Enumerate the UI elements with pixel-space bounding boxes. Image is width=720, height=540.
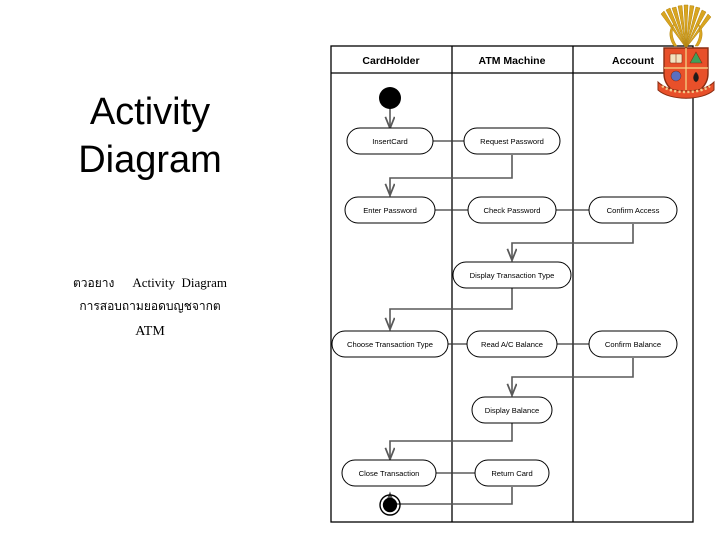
left-text-column: Activity Diagram ตวอยาง Activity Diagram … (0, 0, 310, 540)
crest-globe-icon (670, 70, 682, 82)
action-label-insertcard: InsertCard (372, 137, 407, 146)
action-node-confirm-access[interactable]: Confirm Access (588, 196, 678, 224)
action-label-confirm-access: Confirm Access (607, 206, 660, 215)
caption-line-3: ATM (135, 324, 165, 339)
caption-line-1-thai: ตวอยาง (73, 276, 115, 290)
action-label-confirm-balance: Confirm Balance (605, 340, 661, 349)
crest-flourish-left-icon (669, 23, 678, 47)
action-node-choose-transaction-type[interactable]: Choose Transaction Type (331, 330, 449, 358)
action-label-display-balance: Display Balance (485, 406, 539, 415)
page-title-line-1: Activity (89, 91, 211, 133)
action-node-confirm-balance[interactable]: Confirm Balance (588, 330, 678, 358)
action-label-check-password: Check Password (484, 206, 541, 215)
lane-header-atm-machine: ATM Machine (479, 55, 546, 67)
crest-rays-icon (660, 4, 712, 49)
action-node-check-password[interactable]: Check Password (467, 196, 557, 224)
action-label-display-transaction-type: Display Transaction Type (470, 271, 555, 280)
action-label-read-balance: Read A/C Balance (481, 340, 543, 349)
action-label-close-transaction: Close Transaction (359, 469, 420, 478)
university-crest (652, 2, 720, 106)
edge-display-transaction-type-choose-transaction-type (390, 288, 513, 329)
action-label-request-password: Request Password (480, 137, 544, 146)
action-node-enter-password[interactable]: Enter Password (344, 196, 436, 224)
edge-request-password-enter-password (390, 155, 513, 195)
action-node-display-transaction-type[interactable]: Display Transaction Type (452, 261, 572, 289)
edge-confirm-access-display-transaction-type (512, 224, 634, 260)
action-node-read-balance[interactable]: Read A/C Balance (466, 330, 558, 358)
action-label-return-card: Return Card (491, 469, 532, 478)
action-label-enter-password: Enter Password (363, 206, 417, 215)
action-node-display-balance[interactable]: Display Balance (471, 396, 553, 424)
action-node-insertcard[interactable]: InsertCard (346, 127, 434, 155)
crest-mountain-icon (689, 51, 703, 64)
caption-block: ตวอยาง Activity Diagram การสอบถามยอดบญชจา… (0, 272, 300, 344)
initial-node[interactable] (379, 87, 401, 109)
edge-return-card-end (390, 487, 513, 504)
action-node-request-password[interactable]: Request Password (463, 127, 561, 155)
lane-header-account: Account (612, 55, 655, 67)
action-node-return-card[interactable]: Return Card (474, 459, 550, 487)
action-label-choose-transaction-type: Choose Transaction Type (347, 340, 433, 349)
caption-line-1: ตวอยาง Activity Diagram (0, 272, 300, 294)
edge-confirm-balance-display-balance (512, 358, 634, 395)
crest-flourish-right-icon (694, 23, 703, 47)
lane-header-cardholder: CardHolder (362, 55, 419, 67)
final-node[interactable] (379, 494, 401, 516)
caption-line-1-english: Activity Diagram (132, 275, 227, 290)
page-title-line-2: Diagram (78, 139, 222, 181)
caption-line-2: การสอบถามยอดบญชจากต (79, 299, 221, 313)
edge-display-balance-close-transaction (390, 423, 513, 459)
page-title: Activity Diagram (0, 88, 300, 184)
action-node-close-transaction[interactable]: Close Transaction (341, 459, 437, 487)
crest-leaf-icon (693, 71, 699, 83)
activity-diagram: CardHolder ATM Machine Account (320, 38, 702, 530)
